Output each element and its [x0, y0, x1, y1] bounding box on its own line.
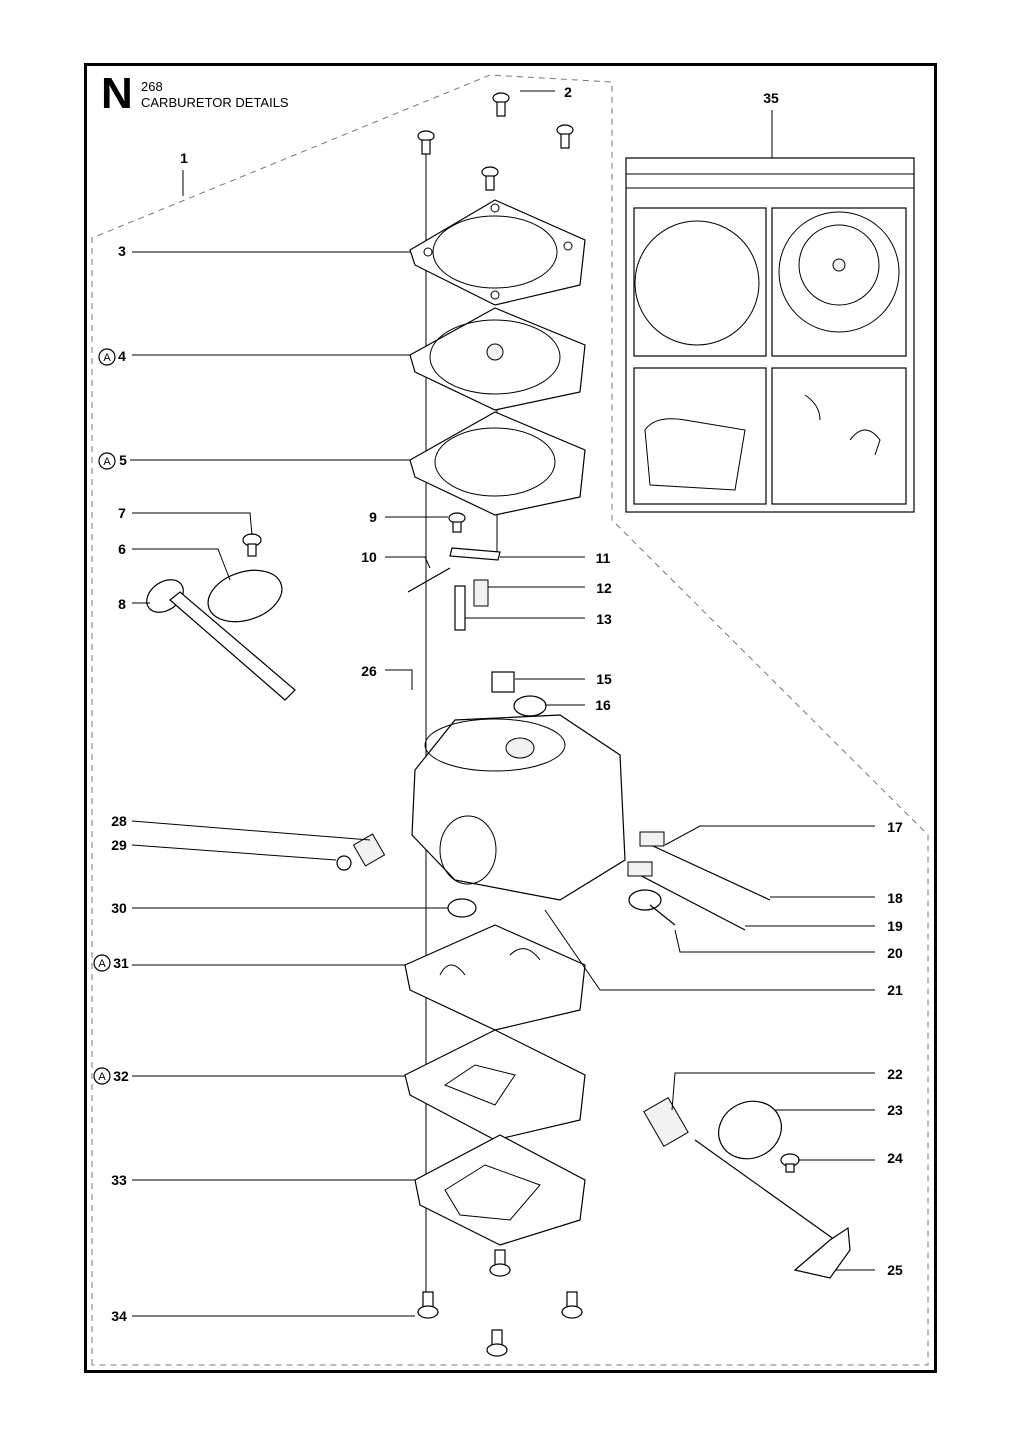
callout-18: 18	[887, 890, 903, 906]
callout-22: 22	[887, 1066, 903, 1082]
gasket-kit-inset	[625, 157, 915, 513]
callout-8: 8	[118, 596, 126, 612]
callout-11: 11	[596, 550, 611, 566]
throttle-valve	[207, 533, 283, 623]
diagram-title: CARBURETOR DETAILS	[141, 95, 289, 110]
pump-body	[414, 1134, 586, 1246]
leader-lines	[130, 90, 875, 1317]
choke-assembly	[643, 1096, 851, 1279]
adjusting-needles	[627, 831, 771, 931]
callout-17: 17	[887, 819, 903, 835]
callout-33: 33	[111, 1172, 127, 1188]
callout-34: 34	[111, 1308, 127, 1324]
assembly-outline	[91, 74, 929, 1366]
section-letter: N	[101, 69, 133, 118]
kit-markers: A A A A	[93, 348, 116, 1085]
gasket	[409, 411, 586, 516]
cover-screws	[417, 92, 574, 191]
callout-10: 10	[361, 549, 377, 565]
kit-marker-4: A	[98, 348, 116, 366]
callout-29: 29	[111, 837, 127, 853]
callout-24: 24	[887, 1150, 903, 1166]
callout-7: 7	[118, 505, 126, 521]
model-number: 268	[141, 79, 163, 94]
svg-text:A: A	[98, 958, 106, 970]
metering-plate	[404, 1029, 586, 1141]
callout-28: 28	[111, 813, 127, 829]
bottom-screws	[417, 1249, 583, 1357]
callout-21: 21	[887, 982, 903, 998]
callout-labels: 2 1 35 3 4 5 7 6 8 9 10 11 12 13 26 15 1…	[111, 84, 903, 1324]
callout-5: 5	[119, 452, 127, 468]
callout-19: 19	[887, 918, 903, 934]
callout-32: 32	[113, 1068, 129, 1084]
callout-30: 30	[111, 900, 127, 916]
diaphragm	[409, 307, 586, 411]
metering-gasket	[404, 924, 586, 1031]
check-ball-spring	[336, 833, 477, 918]
callout-15: 15	[596, 671, 612, 687]
callout-3: 3	[118, 243, 126, 259]
callout-26: 26	[361, 663, 377, 679]
callout-4: 4	[118, 348, 126, 364]
callout-31: 31	[113, 955, 129, 971]
diagram-frame	[84, 63, 937, 1373]
callout-25: 25	[887, 1262, 903, 1278]
callout-13: 13	[596, 611, 612, 627]
carburetor-body	[411, 671, 626, 901]
pump-cover	[409, 199, 586, 306]
callout-1: 1	[180, 150, 188, 166]
svg-text:A: A	[103, 456, 111, 468]
callout-12: 12	[596, 580, 612, 596]
callout-23: 23	[887, 1102, 903, 1118]
kit-marker-32: A	[93, 1067, 111, 1085]
throttle-shaft	[146, 579, 296, 701]
callout-9: 9	[369, 509, 377, 525]
kit-marker-31: A	[93, 954, 111, 972]
kit-marker-5: A	[98, 452, 116, 470]
svg-text:A: A	[103, 352, 111, 364]
inlet-needle-parts	[407, 512, 501, 631]
callout-20: 20	[887, 945, 903, 961]
callout-35: 35	[763, 90, 779, 106]
callout-6: 6	[118, 541, 126, 557]
callout-2: 2	[564, 84, 572, 100]
svg-text:A: A	[98, 1071, 106, 1083]
callout-16: 16	[595, 697, 611, 713]
